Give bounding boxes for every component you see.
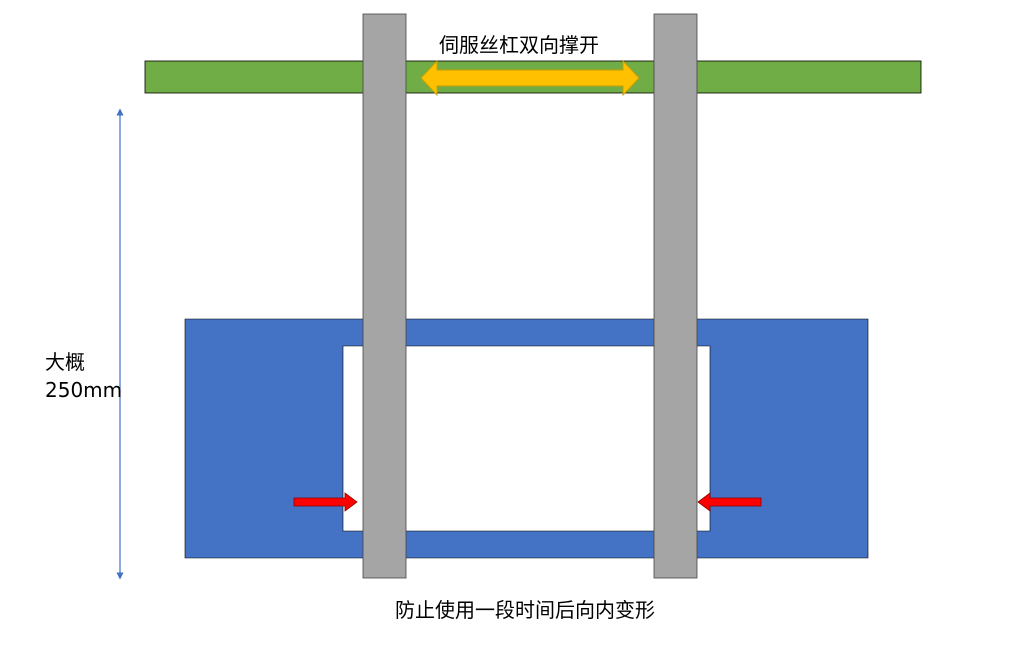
top-label: 伺服丝杠双向撑开: [439, 33, 599, 57]
left-post: [362, 13, 407, 579]
dimension-label-line1: 大概: [45, 350, 85, 374]
expand-double-arrow: [420, 59, 640, 97]
bottom-label: 防止使用一段时间后向内变形: [395, 598, 655, 622]
dimension-label-line2: 250mm: [45, 378, 123, 402]
left-red-arrow: [293, 492, 358, 512]
dimension-label: 大概 250mm: [45, 348, 122, 404]
right-post: [653, 13, 698, 579]
right-red-arrow: [697, 492, 762, 512]
blue-frame: [184, 318, 869, 559]
